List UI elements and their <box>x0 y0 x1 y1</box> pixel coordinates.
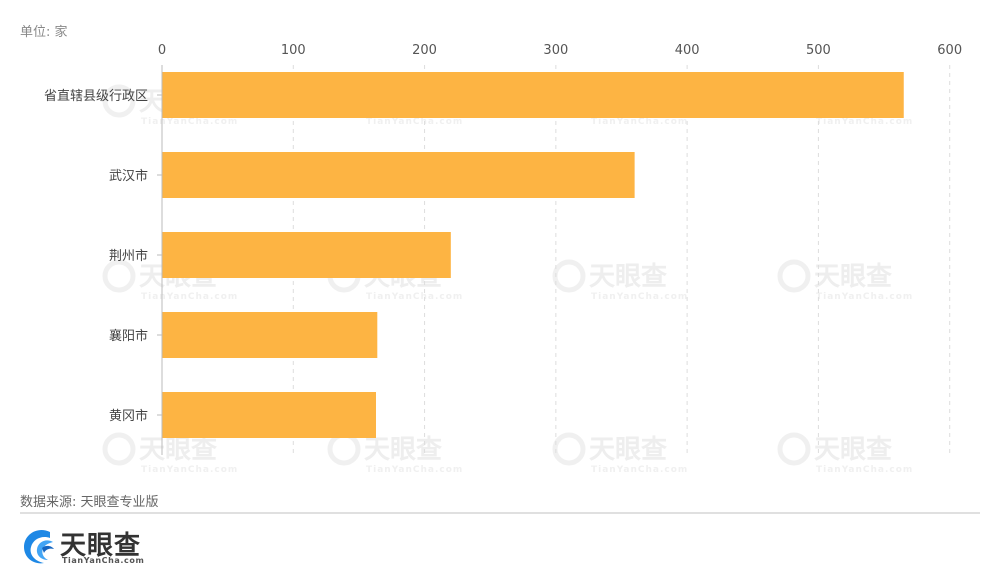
bar <box>162 72 904 118</box>
bar-chart: 天眼查TianYanCha.com天眼查TianYanCha.com天眼查Tia… <box>44 43 962 475</box>
x-tick-label: 400 <box>675 43 700 58</box>
watermark-name: 天眼查 <box>364 435 442 465</box>
x-tick-label: 100 <box>281 43 306 58</box>
watermark-swirl-icon <box>102 259 136 293</box>
watermark-domain: TianYanCha.com <box>366 292 463 302</box>
watermark-name: 天眼查 <box>814 262 892 292</box>
category-label: 荆州市 <box>109 248 148 264</box>
watermark-name: 天眼查 <box>139 435 217 465</box>
x-axis-ticks: 0 100 200 300 400 500 600 <box>158 43 962 58</box>
watermark-domain: TianYanCha.com <box>816 117 913 127</box>
x-tick-label: 300 <box>543 43 568 58</box>
watermark-domain: TianYanCha.com <box>141 117 238 127</box>
x-tick-label: 600 <box>937 43 962 58</box>
bar <box>162 232 451 278</box>
logo-domain: TianYanCha.com <box>62 556 145 565</box>
watermark-swirl-icon <box>327 432 361 466</box>
watermark-domain: TianYanCha.com <box>816 292 913 302</box>
tianyancha-logo: 天眼查 TianYanCha.com <box>20 525 160 567</box>
category-label: 襄阳市 <box>109 328 148 344</box>
watermark-domain: TianYanCha.com <box>816 465 913 475</box>
logo-swirl-icon <box>24 529 54 564</box>
watermark-name: 天眼查 <box>589 262 667 292</box>
watermark-domain: TianYanCha.com <box>591 292 688 302</box>
x-tick-label: 500 <box>806 43 831 58</box>
category-label: 黄冈市 <box>109 408 148 424</box>
watermark-domain: TianYanCha.com <box>591 117 688 127</box>
bars <box>162 72 904 438</box>
bar <box>162 312 378 358</box>
watermark-domain: TianYanCha.com <box>141 465 238 475</box>
category-label: 省直辖县级行政区 <box>44 88 148 104</box>
watermark-swirl-icon <box>777 432 811 466</box>
unit-label: 单位: 家 <box>20 25 68 40</box>
logo-name: 天眼查 <box>60 531 142 561</box>
category-label: 武汉市 <box>109 168 148 184</box>
x-tick-label: 0 <box>158 43 166 58</box>
data-source-label: 数据来源: 天眼查专业版 <box>20 495 159 510</box>
watermark-domain: TianYanCha.com <box>366 465 463 475</box>
watermark-name: 天眼查 <box>589 435 667 465</box>
watermark-name: 天眼查 <box>814 435 892 465</box>
watermark-swirl-icon <box>102 432 136 466</box>
watermark-domain: TianYanCha.com <box>591 465 688 475</box>
footer-divider <box>20 512 980 514</box>
x-tick-label: 200 <box>412 43 437 58</box>
watermark-domain: TianYanCha.com <box>366 117 463 127</box>
watermark-swirl-icon <box>552 259 586 293</box>
bar <box>162 152 635 198</box>
watermark-swirl-icon <box>102 84 136 118</box>
watermark-swirl-icon <box>552 432 586 466</box>
watermark-domain: TianYanCha.com <box>141 292 238 302</box>
watermark-swirl-icon <box>777 259 811 293</box>
bar <box>162 392 376 438</box>
